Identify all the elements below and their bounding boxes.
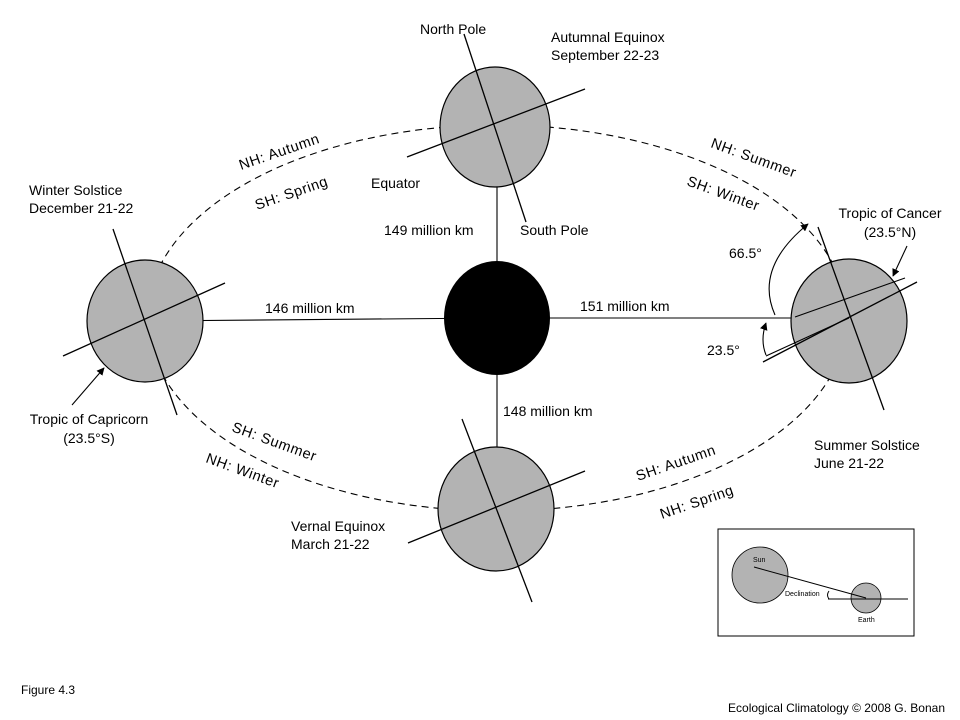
earth-axis — [463, 33, 527, 223]
tropic-of-capricorn-arrow — [71, 367, 105, 406]
inset-sun-ray — [753, 566, 867, 599]
distance-line-left — [144, 317, 498, 322]
earth-equator — [62, 282, 226, 357]
season-nh-spring: NH: Spring — [658, 483, 736, 523]
inset-sun-label: Sun — [753, 557, 766, 564]
earth-equator — [407, 470, 586, 544]
angle-23-5-label: 23.5° — [707, 342, 740, 358]
season-sh-summer: SH: Summer — [230, 420, 319, 465]
earth-axis — [112, 228, 178, 416]
season-nh-summer: NH: Summer — [709, 136, 799, 182]
vernal-equinox-date: March 21-22 — [291, 536, 370, 552]
south-pole-label: South Pole — [520, 222, 589, 238]
equator-label: Equator — [371, 175, 420, 191]
inset-sun — [731, 546, 789, 604]
earth-vernal-equinox — [407, 418, 586, 603]
figure-label: Figure 4.3 — [21, 683, 75, 697]
inset-declination-arc — [827, 590, 830, 600]
sun — [444, 261, 550, 375]
distance-top-label: 149 million km — [384, 222, 473, 238]
earth-autumnal-equinox — [406, 33, 586, 223]
tropic-of-capricorn-lat: (23.5°S) — [63, 430, 115, 446]
angle-66-5-label: 66.5° — [729, 245, 762, 261]
vernal-equinox-name: Vernal Equinox — [291, 518, 385, 534]
summer-solstice-name: Summer Solstice — [814, 437, 920, 453]
season-sh-spring: SH: Spring — [253, 174, 330, 214]
summer-solstice-date: June 21-22 — [814, 455, 884, 471]
earth-axis — [461, 418, 533, 603]
earth-equator — [406, 88, 586, 158]
tropic-of-cancer-lat: (23.5°N) — [864, 224, 916, 240]
distance-right-label: 151 million km — [580, 298, 669, 314]
autumnal-equinox-name: Autumnal Equinox — [551, 29, 665, 45]
angle-23-5-arc — [760, 322, 768, 356]
winter-solstice-name: Winter Solstice — [29, 182, 123, 198]
tropic-of-cancer-line — [794, 277, 906, 318]
tropic-of-capricorn-name: Tropic of Capricorn — [30, 411, 149, 427]
autumnal-equinox-date: September 22-23 — [551, 47, 659, 63]
distance-left-label: 146 million km — [265, 300, 354, 316]
season-nh-autumn: NH: Autumn — [237, 131, 322, 174]
inset-earth-label: Earth — [858, 617, 875, 624]
tropic-of-cancer-arrow — [892, 245, 908, 277]
season-sh-winter: SH: Winter — [685, 174, 762, 215]
north-pole-label: North Pole — [420, 21, 486, 37]
earth-summer-solstice — [762, 226, 918, 411]
earth-winter-solstice — [62, 228, 226, 416]
earth-axis — [817, 226, 885, 411]
copyright-label: Ecological Climatology © 2008 G. Bonan — [728, 701, 945, 715]
angle-ray — [765, 317, 850, 357]
angle-66-5-arc — [768, 223, 809, 316]
season-sh-autumn: SH: Autumn — [634, 443, 718, 485]
winter-solstice-date: December 21-22 — [29, 200, 133, 216]
distance-bottom-label: 148 million km — [503, 403, 592, 419]
earth-disc — [790, 258, 908, 384]
inset-declination-label: Declination — [785, 591, 820, 598]
declination-inset: Sun Declination Earth — [717, 528, 915, 637]
tropic-of-cancer-name: Tropic of Cancer — [839, 205, 942, 221]
season-nh-winter: NH: Winter — [204, 451, 282, 492]
